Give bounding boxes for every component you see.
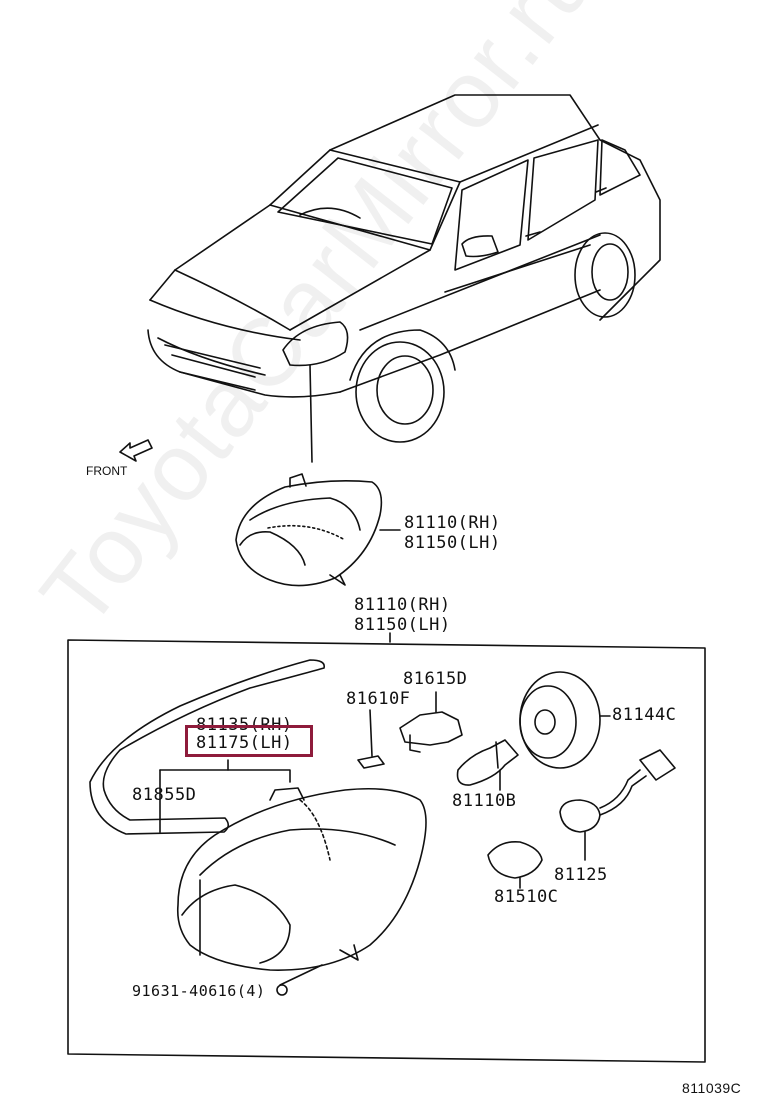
socket-81125-illustration: [559, 749, 676, 861]
callout-81144c: 81144C: [612, 705, 677, 725]
bulb-81510c-illustration: [487, 840, 543, 889]
callout-81615d: 81615D: [403, 669, 468, 689]
car-illustration: [147, 94, 661, 463]
callout-81610f: 81610F: [346, 689, 411, 709]
callout-81175-lh: 81175(LH): [196, 733, 293, 753]
highlight-box: [185, 725, 313, 757]
callout-box-lh: 81150(LH): [354, 615, 451, 635]
bulb-81110b-illustration: [456, 739, 519, 791]
main-headlamp-illustration: [176, 787, 427, 996]
callout-81110b: 81110B: [452, 791, 517, 811]
socket-81610f-illustration: [357, 709, 385, 769]
cover-81144c-illustration: [519, 671, 611, 769]
callout-81125: 81125: [554, 865, 608, 885]
callout-upper-lh: 81150(LH): [404, 533, 501, 553]
drawing-code: 811039C: [682, 1080, 742, 1096]
upper-headlamp-illustration: [235, 473, 401, 587]
front-label: FRONT: [86, 464, 128, 478]
socket-81615d-illustration: [399, 691, 463, 753]
front-arrow-icon: [119, 439, 153, 462]
exploded-view-frame: [67, 632, 706, 1063]
seal-strip-illustration: [89, 659, 326, 835]
callout-box-rh: 81110(RH): [354, 595, 451, 615]
callout-upper-rh: 81110(RH): [404, 513, 501, 533]
callout-81510c: 81510C: [494, 887, 559, 907]
callout-81855d: 81855D: [132, 785, 197, 805]
callout-91631: 91631-40616(4): [132, 982, 266, 1000]
